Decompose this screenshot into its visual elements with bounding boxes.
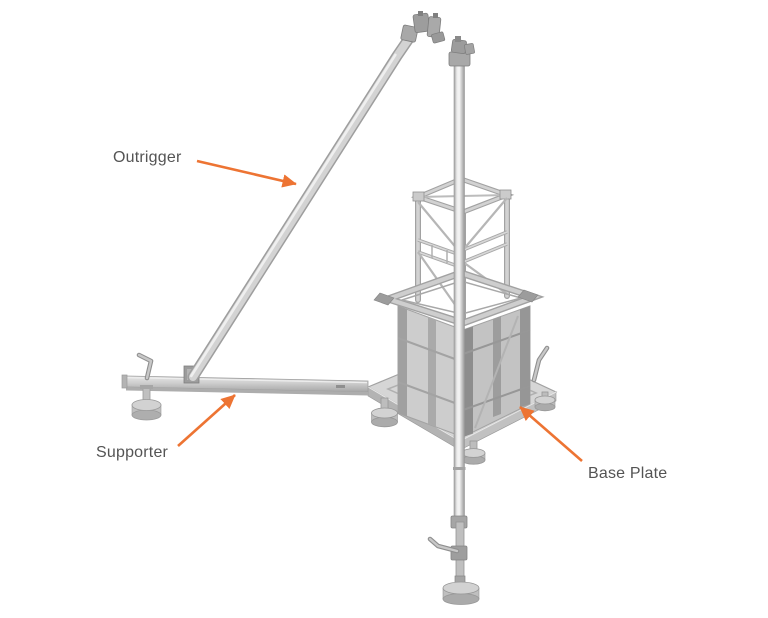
collar-corner-plate	[517, 289, 539, 303]
pole-jack	[427, 515, 480, 605]
label-supporter: Supporter	[96, 444, 169, 461]
bottom-leveling-foot	[442, 581, 480, 605]
base-cage	[397, 305, 531, 438]
outrigger-top-clamp	[400, 11, 446, 44]
pole-seam	[453, 467, 466, 470]
base-plate-arrow	[519, 406, 583, 462]
beam-end-cap	[121, 374, 128, 389]
supporter-arrow	[177, 394, 236, 447]
pole-top-clamp	[448, 36, 475, 67]
beam-slot	[336, 385, 345, 388]
left-lever-handle	[136, 352, 154, 381]
outrigger-arrow	[196, 159, 297, 188]
left-leveling-foot	[131, 385, 162, 421]
right-lever-handle	[531, 345, 550, 383]
outrigger	[187, 11, 446, 383]
label-base-plate: Base Plate	[588, 465, 668, 482]
corner-plate	[412, 191, 425, 202]
supporter-beam	[121, 352, 369, 421]
base-plate-feet	[371, 391, 556, 465]
callout-arrows	[177, 159, 583, 462]
jack-lever-handle	[427, 536, 460, 554]
collar-corner-plate	[373, 292, 395, 306]
label-outrigger: Outrigger	[113, 149, 182, 166]
base-collar	[373, 269, 545, 327]
corner-plate	[499, 189, 512, 200]
